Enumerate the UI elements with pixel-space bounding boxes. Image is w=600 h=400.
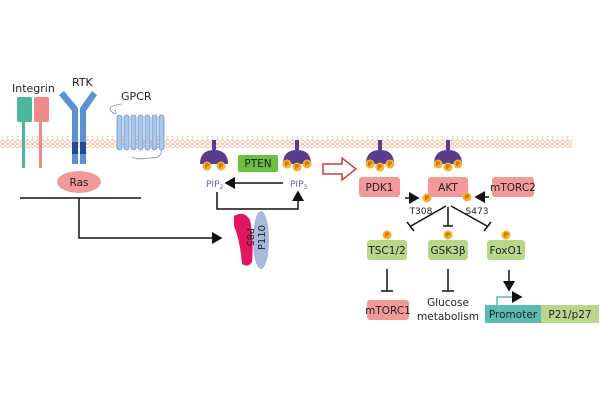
phosphate-label: P [504,232,509,239]
glucose-label: Glucose [427,297,469,309]
phosphate-label: P [378,164,383,171]
phosphate-label: P [446,164,451,171]
promoter-box [485,305,541,323]
phosphate-label: P [219,163,224,170]
akt-box [428,177,468,197]
metabolism-label: metabolism [417,311,479,323]
phosphate-label: P [388,161,393,168]
phosphate-label: P [305,161,310,168]
p85-subunit [234,213,253,266]
pdk1-box [359,177,400,197]
p21-label: P21/p27 [548,309,591,321]
mtorc1-label: mTORC1 [365,305,411,317]
p21-box [541,305,599,323]
phosphate-label: P [385,232,390,239]
pi3k-conversion-arrow [216,190,304,210]
pdk1-label: PDK1 [366,182,394,194]
phosphate-label: P [285,161,290,168]
p85-label: P85 [244,228,255,247]
phosphate-label: P [295,164,300,171]
phosphate-icon [501,230,511,240]
phosphate-label: P [368,161,373,168]
ras-to-pi3k-arrow [78,198,223,244]
phosphate-icon [443,162,453,172]
phosphate-icon [422,193,432,203]
foxo-box [487,240,525,260]
pip2-label: PIP2 [206,180,224,191]
pip3-label: PIP3 [290,180,308,191]
tsc-label: TSC1/2 [367,245,405,257]
mtorc2-label: mTORC2 [490,182,536,194]
pip2-head: P P [200,140,228,171]
ras-label: Ras [70,177,89,189]
p110-subunit [253,211,269,269]
phosphate-icon [462,192,472,202]
phosphate-icon [385,159,395,169]
akt-label: AKT [438,182,458,194]
gsk-box [428,240,468,260]
phosphate-icon [302,159,312,169]
pten-box [238,155,278,172]
phosphate-label: P [456,161,461,168]
phosphate-label: P [436,161,441,168]
pten-label: PTEN [244,158,271,170]
phosphate-icon [375,162,385,172]
akt-inhibition-lines [406,205,492,232]
gpcr-receptor [109,103,165,160]
promoter-label: Promoter [489,309,538,321]
integrin-label: Integrin [12,82,55,95]
downstream-inhibitions [381,269,454,292]
phosphate-label: P [446,232,451,239]
phosphate-icon [382,230,392,240]
p110-label: P110 [257,225,268,250]
phosphate-icon [216,161,226,171]
rtk-receptor [59,91,97,164]
phosphate-icon [292,162,302,172]
pip3-head: P P P [282,140,312,172]
akt-pip3-head: P P P [433,140,463,172]
transcription-start-arrow [496,291,523,306]
phosphate-label: P [465,194,470,201]
phosphate-icon [365,159,375,169]
s473-label: S473 [466,207,489,217]
phosphate-icon [433,159,443,169]
phosphate-icon [282,159,292,169]
integrin-receptor [17,97,49,168]
gsk-label: GSK3β [430,245,465,257]
ras-protein [57,171,101,193]
gpcr-label: GPCR [121,90,152,103]
phosphate-icon [202,161,212,171]
foxo-label: FoxO1 [490,245,523,257]
mtorc2-box [492,177,534,197]
pdk1-pip3-head: P P P [365,140,395,172]
phosphate-icon [453,159,463,169]
phosphate-label: P [205,163,210,170]
rtk-label: RTK [72,76,94,89]
phosphate-icon [443,230,453,240]
tsc-box [367,240,407,260]
activation-arrow [322,156,358,182]
t308-label: T308 [409,207,433,217]
phosphate-label: P [425,195,430,202]
mtorc1-box [367,300,409,320]
